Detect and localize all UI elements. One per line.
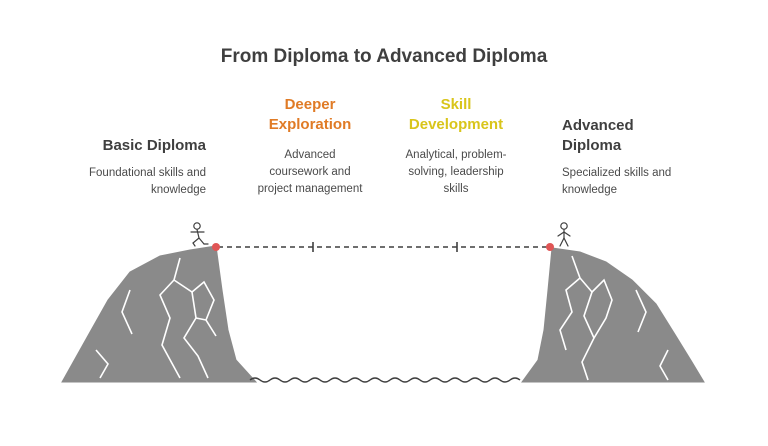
desc-line: solving, leadership (408, 166, 504, 178)
desc-line: skills (443, 183, 469, 195)
walking-person-icon (190, 222, 209, 247)
desc-line: Analytical, problem- (405, 149, 507, 161)
stage-deeper-exploration-label: Deeper Exploration (250, 95, 370, 135)
left-cliff (61, 245, 258, 383)
label-line: Advanced (562, 117, 634, 134)
desc-line: Foundational skills and (89, 167, 206, 179)
label-line: Skill (440, 96, 472, 113)
stage-advanced-diploma-desc: Specialized skills and knowledge (562, 165, 671, 199)
stage-label-text: Basic Diploma (102, 137, 206, 154)
label-line: Diploma (562, 137, 622, 154)
label-line: Deeper (284, 96, 336, 113)
desc-line: Specialized skills and (562, 167, 672, 179)
diagram-title: From Diploma to Advanced Diploma (220, 46, 548, 67)
desc-line: coursework and (269, 166, 351, 178)
label-line: Exploration (268, 116, 352, 133)
end-marker (546, 243, 554, 251)
stage-skill-development-label: Skill Development (396, 95, 516, 135)
right-cliff (521, 247, 705, 383)
stage-advanced-diploma-label: Advanced Diploma (562, 116, 634, 156)
water-waves (249, 377, 521, 383)
stage-basic-diploma-label: Basic Diploma (103, 136, 206, 156)
stage-basic-diploma-desc: Foundational skills and knowledge (89, 165, 206, 199)
stage-deeper-exploration-desc: Advanced coursework and project manageme… (240, 147, 380, 198)
desc-line: project management (257, 183, 363, 195)
desc-line: knowledge (151, 184, 206, 196)
standing-person-icon (557, 222, 571, 247)
stage-skill-development-desc: Analytical, problem- solving, leadership… (386, 147, 526, 198)
desc-line: Advanced (284, 149, 336, 161)
desc-line: knowledge (562, 184, 617, 196)
start-marker (212, 243, 220, 251)
label-line: Development (408, 116, 504, 133)
